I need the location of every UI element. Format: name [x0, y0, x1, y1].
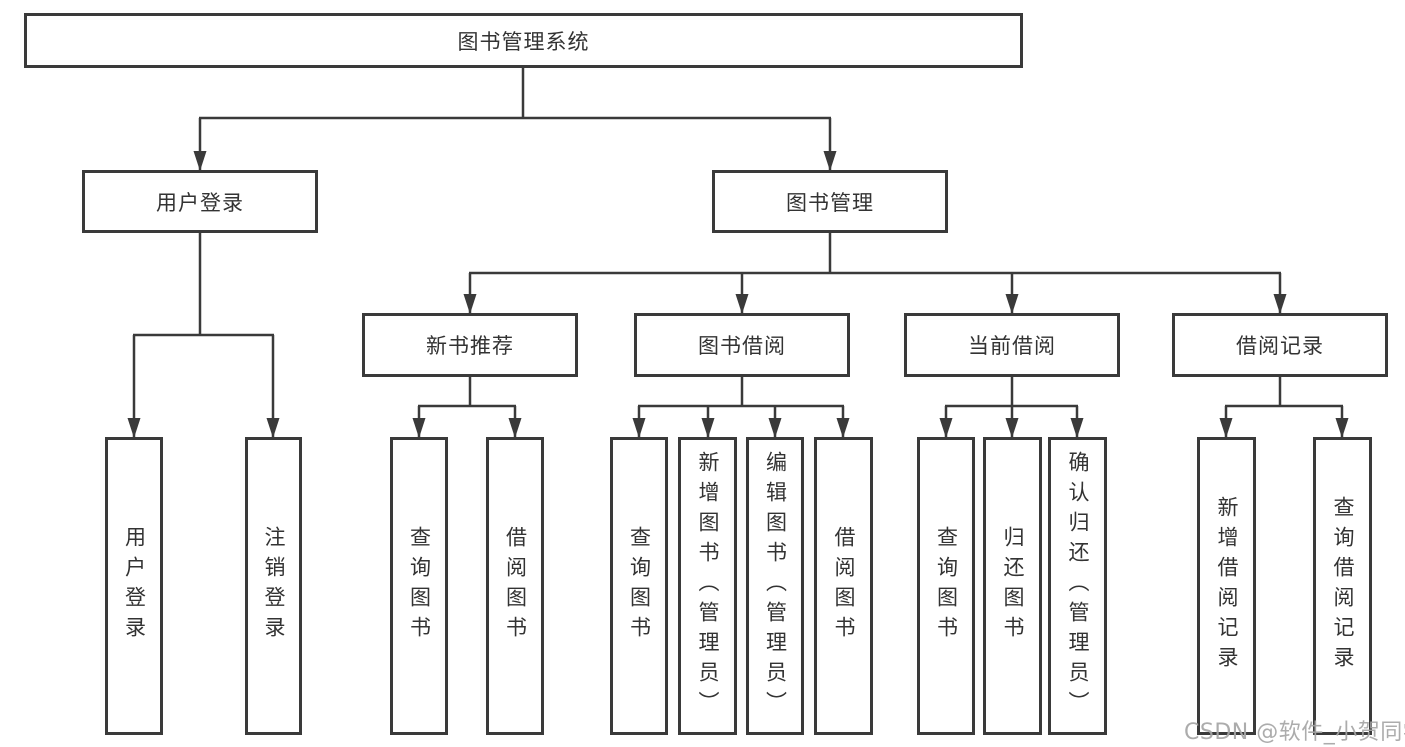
node-borrow-records: 借阅记录: [1172, 313, 1388, 377]
leaf-query-borrow-record: 查询借阅记录: [1313, 437, 1372, 735]
node-book-management-label: 图书管理: [786, 190, 874, 215]
leaf-query-books-recommend: 查询图书: [390, 437, 448, 735]
node-user-login-label: 用户登录: [156, 190, 244, 215]
leaf-borrow-books: 借阅图书: [814, 437, 873, 735]
leaf-query-books-current: 查询图书: [917, 437, 975, 735]
node-current-borrow-label: 当前借阅: [968, 334, 1056, 358]
node-current-borrow: 当前借阅: [904, 313, 1120, 377]
node-new-book-recommend-label: 新书推荐: [426, 334, 514, 358]
leaf-edit-books-admin: 编辑图书（管理员）: [746, 437, 804, 735]
node-user-login: 用户登录: [82, 170, 318, 233]
leaf-confirm-return-admin: 确认归还（管理员）: [1048, 437, 1107, 735]
leaf-query-books-borrow: 查询图书: [610, 437, 668, 735]
leaf-add-borrow-record: 新增借阅记录: [1197, 437, 1256, 735]
node-book-borrow-label: 图书借阅: [698, 334, 786, 358]
node-borrow-records-label: 借阅记录: [1236, 334, 1324, 358]
leaf-return-books: 归还图书: [983, 437, 1042, 735]
node-root: 图书管理系统: [24, 13, 1023, 68]
leaf-user-login: 用户登录: [105, 437, 163, 735]
node-book-borrow: 图书借阅: [634, 313, 850, 377]
node-book-management: 图书管理: [712, 170, 948, 233]
leaf-logout: 注销登录: [245, 437, 302, 735]
node-new-book-recommend: 新书推荐: [362, 313, 578, 377]
leaf-add-books-admin: 新增图书（管理员）: [678, 437, 737, 735]
leaf-borrow-books-recommend: 借阅图书: [486, 437, 544, 735]
watermark: CSDN @软件_小贺同学: [1184, 720, 1405, 745]
node-root-label: 图书管理系统: [457, 29, 590, 54]
